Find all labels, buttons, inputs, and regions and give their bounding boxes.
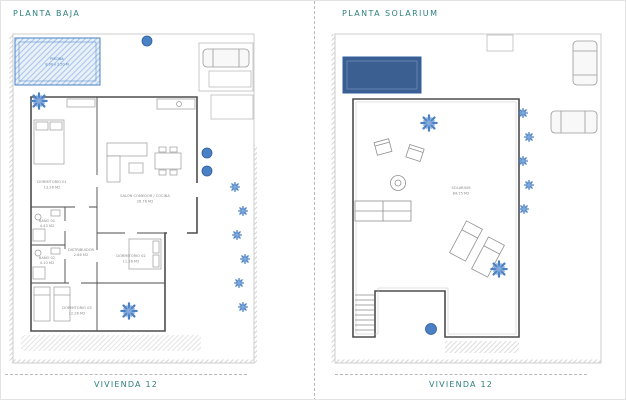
furniture-salon	[106, 98, 196, 183]
swimming-pool	[342, 56, 422, 94]
svg-text:12.26 M2: 12.26 M2	[69, 312, 86, 316]
svg-text:DISTRIBUIDOR: DISTRIBUIDOR	[68, 248, 95, 252]
room-label-dormitorio1: DORMITORIO 01 13.26 M2	[37, 180, 66, 190]
room-label-distribuidor: DISTRIBUIDOR 2.86 M2	[68, 248, 95, 257]
shadow-hatch	[445, 341, 519, 353]
floor-plan-planta-solarium: SOLARIUM 84.75 M2	[331, 33, 602, 364]
floor-plan-planta-baja: PISCINA 8.00 x 2.50 M	[9, 33, 257, 364]
palm-icon	[420, 114, 438, 132]
palm-icon	[490, 260, 508, 278]
svg-text:2.86 M2: 2.86 M2	[74, 253, 89, 257]
swimming-pool: PISCINA 8.00 x 2.50 M	[14, 37, 101, 86]
svg-text:DORMITORIO 01: DORMITORIO 01	[37, 180, 66, 184]
vegetation-strip	[229, 181, 251, 313]
terrace-hatch	[21, 335, 201, 351]
tree-circle	[201, 165, 213, 177]
furniture-loungers	[449, 220, 505, 278]
room-label-bano1: BAÑO 01 4.43 M2	[39, 218, 55, 228]
skylight-box	[486, 34, 514, 52]
right-footer-label: VIVIENDA 12	[428, 380, 494, 389]
car-icon	[550, 110, 598, 134]
svg-text:BAÑO 02: BAÑO 02	[39, 255, 55, 260]
right-plan-title: PLANTA SOLARIUM	[342, 9, 439, 18]
furniture-dormitorio1	[33, 98, 96, 165]
car-icon	[202, 48, 250, 68]
left-plan-title: PLANTA BAJA	[13, 9, 81, 18]
furniture-table	[390, 175, 406, 191]
palm-icon	[30, 92, 48, 110]
tree-circle	[201, 147, 213, 159]
svg-text:84.75 M2: 84.75 M2	[453, 192, 470, 196]
furniture-armchairs	[373, 138, 425, 163]
car-icon	[572, 40, 598, 86]
svg-text:26.76 M2: 26.76 M2	[137, 200, 154, 204]
room-label-dormitorio2: DORMITORIO 02 11.26 M2	[116, 254, 145, 264]
vegetation-strip	[517, 107, 535, 215]
pool-label: PISCINA	[50, 57, 64, 61]
svg-text:DORMITORIO 03: DORMITORIO 03	[62, 306, 91, 310]
room-label-bano2: BAÑO 02 4.10 M2	[39, 255, 55, 265]
sheet-divider	[314, 1, 315, 399]
furniture-dormitorio2	[128, 238, 162, 270]
svg-text:SOLARIUM: SOLARIUM	[452, 186, 471, 190]
svg-text:DORMITORIO 02: DORMITORIO 02	[116, 254, 145, 258]
room-label-solarium: SOLARIUM 84.75 M2	[452, 186, 471, 196]
svg-text:BAÑO 01: BAÑO 01	[39, 218, 55, 223]
furniture-bano2	[32, 247, 61, 280]
storage-box	[208, 70, 254, 120]
right-footer-line	[335, 374, 587, 375]
svg-text:4.43 M2: 4.43 M2	[40, 224, 55, 228]
palm-icon	[120, 302, 138, 320]
svg-text:SALÓN COMEDOR / COCINA: SALÓN COMEDOR / COCINA	[120, 193, 170, 198]
plot-boundary	[331, 33, 602, 364]
svg-text:13.26 M2: 13.26 M2	[44, 186, 61, 190]
tree-circle	[425, 323, 437, 335]
stairs	[355, 294, 374, 331]
left-footer-label: VIVIENDA 12	[93, 380, 159, 389]
svg-text:11.26 M2: 11.26 M2	[123, 260, 140, 264]
tree-circle	[141, 35, 153, 47]
furniture-sofa	[354, 200, 412, 222]
solarium-slab	[352, 98, 520, 338]
pool-dims: 8.00 x 2.50 M	[45, 63, 68, 67]
svg-text:4.10 M2: 4.10 M2	[40, 261, 55, 265]
room-label-dormitorio3: DORMITORIO 03 12.26 M2	[62, 306, 91, 316]
furniture-dormitorio3	[33, 286, 71, 322]
room-label-salon: SALÓN COMEDOR / COCINA 26.76 M2	[120, 193, 170, 204]
furniture-bano1	[32, 209, 61, 242]
plot-boundary	[9, 33, 257, 364]
left-footer-line	[5, 374, 247, 375]
